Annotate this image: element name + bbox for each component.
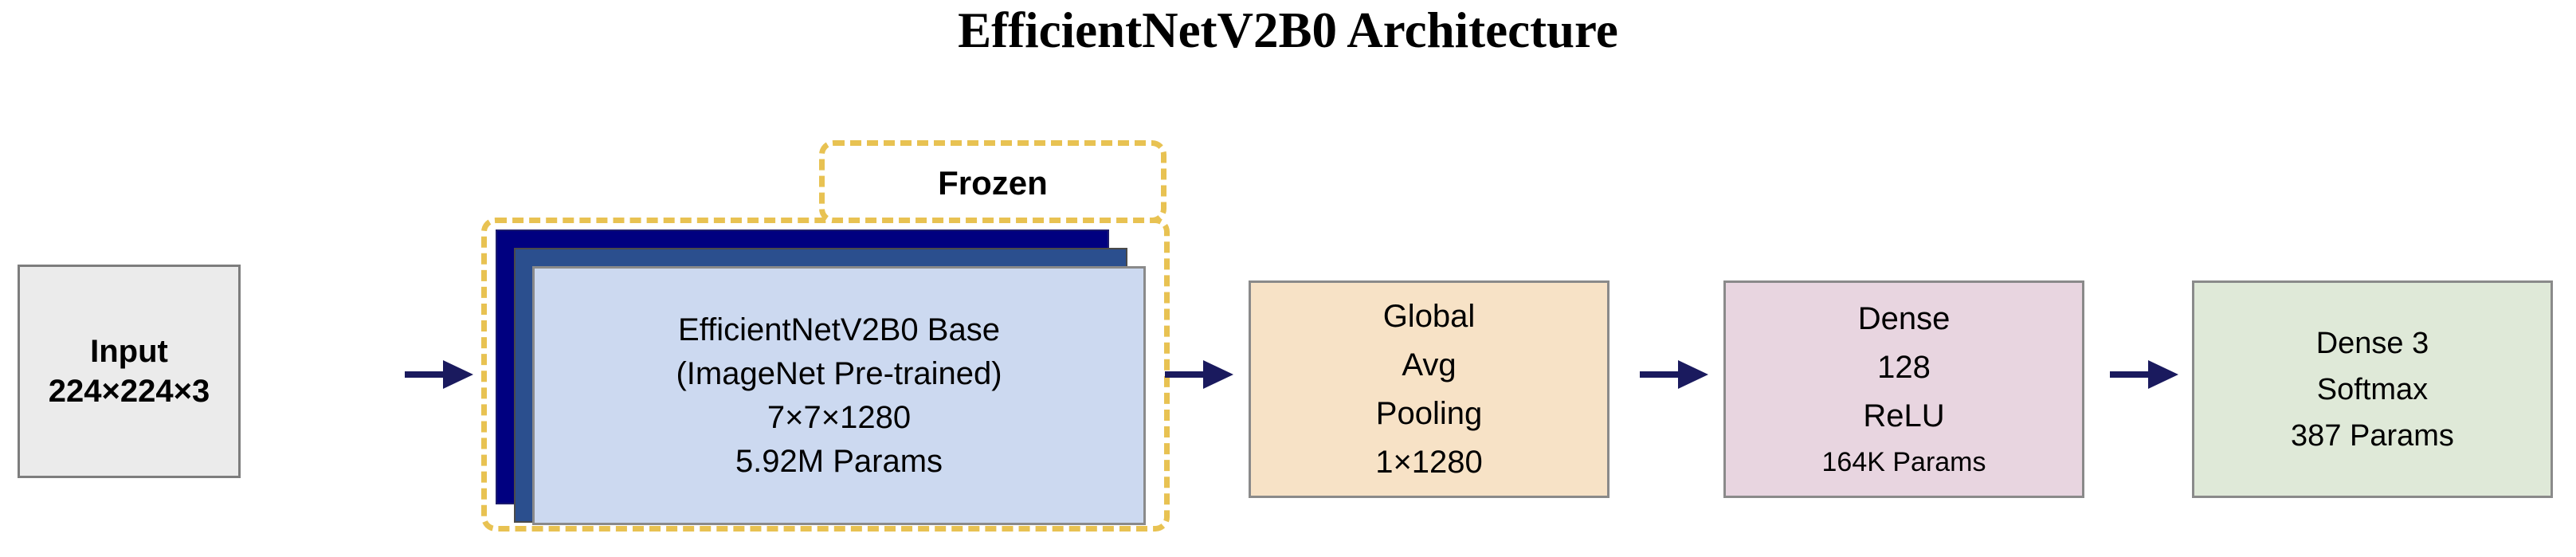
arrow-base-to-pooling [1165, 352, 1233, 397]
arrow-dense-to-output [2110, 352, 2178, 397]
node-base-line-3: 7×7×1280 [767, 399, 912, 435]
frozen-label-box: Frozen [819, 140, 1166, 223]
frozen-label: Frozen [938, 164, 1048, 202]
node-global-avg-pooling: Global Avg Pooling 1×1280 [1249, 280, 1610, 498]
node-dense-line-2: 128 [1877, 350, 1931, 385]
arrow-pooling-to-dense [1640, 352, 1708, 397]
node-pooling-line-3: Pooling [1375, 395, 1483, 431]
node-dense-line-1: Dense [1857, 301, 1951, 336]
node-dense-params: 164K Params [1821, 447, 1986, 477]
node-output-line-1: Dense 3 [2315, 326, 2429, 360]
node-dense-3-softmax: Dense 3 Softmax 387 Params [2192, 280, 2553, 498]
node-base: EfficientNetV2B0 Base (ImageNet Pre-trai… [532, 266, 1146, 525]
arrow-input-to-base [405, 352, 473, 397]
node-base-line-1: EfficientNetV2B0 Base [678, 312, 1000, 347]
node-base-line-4: 5.92M Params [735, 443, 943, 479]
node-dense-line-3: ReLU [1863, 398, 1945, 433]
node-input: Input 224×224×3 [18, 265, 241, 478]
node-output-line-3: 387 Params [2291, 418, 2454, 453]
page-title: EfficientNetV2B0 Architecture [958, 2, 1618, 58]
node-pooling-line-4: 1×1280 [1375, 444, 1483, 480]
node-dense-128: Dense 128 ReLU 164K Params [1723, 280, 2084, 498]
node-output-line-2: Softmax [2316, 372, 2429, 406]
node-base-line-2: (ImageNet Pre-trained) [676, 355, 1002, 391]
node-pooling-line-1: Global [1382, 298, 1476, 334]
node-pooling-line-2: Avg [1402, 347, 1457, 382]
node-input-line-1: Input [90, 334, 168, 369]
node-input-line-2: 224×224×3 [48, 374, 210, 409]
